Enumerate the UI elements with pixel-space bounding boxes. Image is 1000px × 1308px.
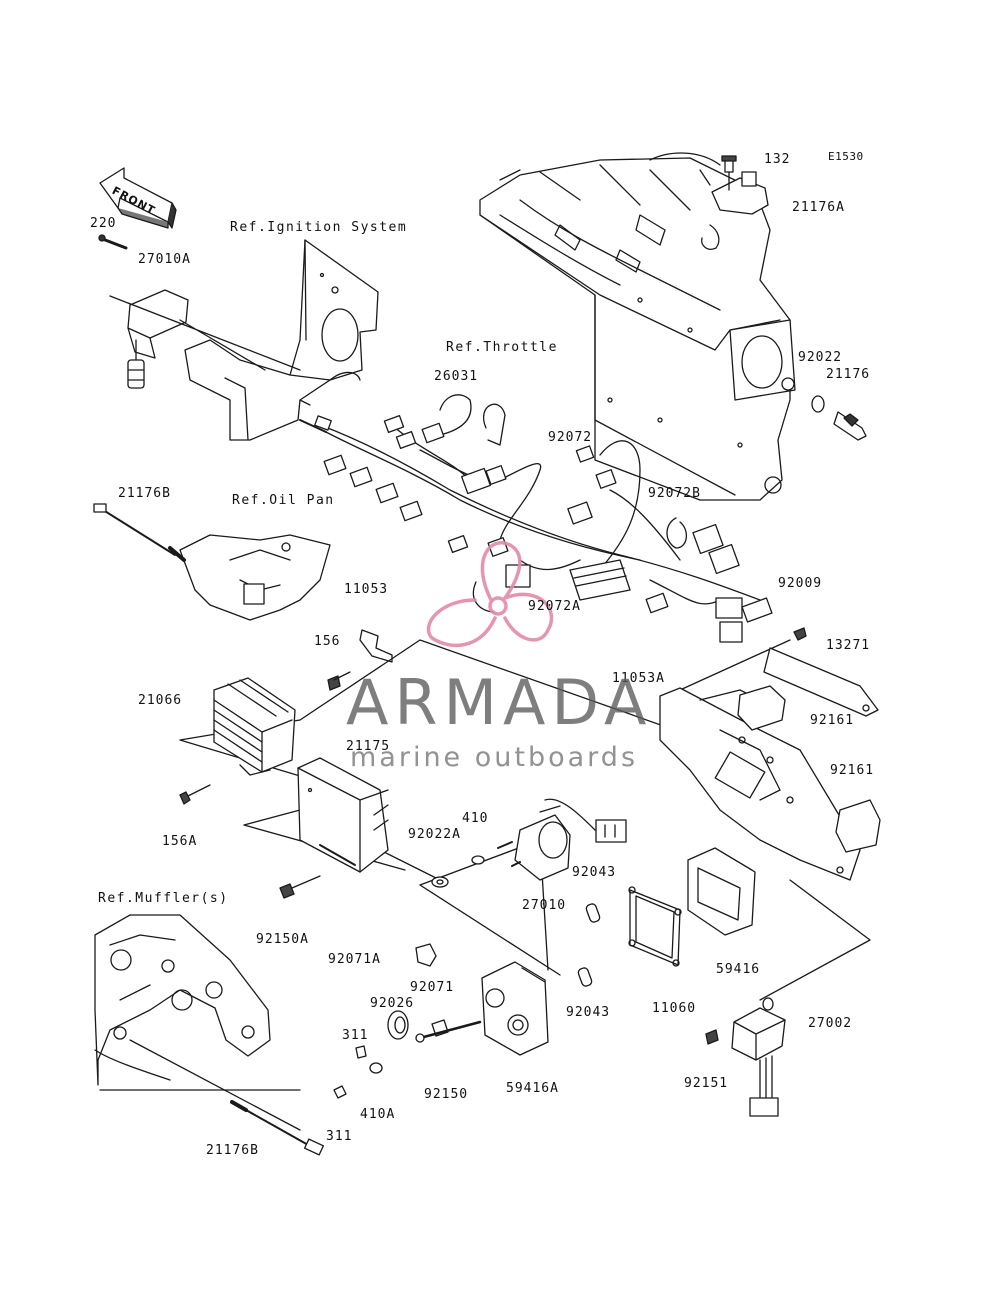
watermark-tagline: marine outboards [350, 742, 639, 773]
part-label-92151: 92151 [684, 1076, 729, 1091]
starter-relay-27010 [431, 798, 627, 888]
part-label-311-a: 311 [342, 1028, 369, 1043]
throttle-body-drawing [479, 152, 796, 501]
part-label-11053: 11053 [344, 582, 389, 597]
part-label-59416A: 59416A [506, 1081, 559, 1096]
diagram-code: E1530 [828, 150, 864, 163]
armada-logo-icon [426, 541, 554, 648]
part-label-92072B: 92072B [648, 486, 701, 501]
part-label-92022: 92022 [798, 350, 843, 365]
part-label-156: 156 [314, 634, 341, 649]
part-label-11053A: 11053A [612, 671, 665, 686]
regulator-rectifier-21066 [179, 677, 296, 805]
watermark-brand: ARMADA [346, 666, 653, 739]
part-label-92150: 92150 [424, 1087, 469, 1102]
part-label-220: 220 [90, 216, 117, 231]
mounting-plate-11053A [659, 627, 879, 881]
part-label-92161-a: 92161 [810, 713, 855, 728]
part-label-92072: 92072 [548, 430, 593, 445]
front-arrow-icon [99, 167, 177, 229]
part-label-92022A: 92022A [408, 827, 461, 842]
part-label-410A: 410A [360, 1107, 396, 1122]
part-label-156A: 156A [162, 834, 198, 849]
part-label-92043-a: 92043 [572, 865, 617, 880]
part-label-21176B-bottom: 21176B [206, 1143, 259, 1158]
part-label-92043-b: 92043 [566, 1005, 611, 1020]
relay-27002 [705, 997, 786, 1117]
ref-mufflers: Ref.Muffler(s) [98, 891, 229, 906]
wiring-harness-26031 [299, 394, 773, 643]
part-label-92150A: 92150A [256, 932, 309, 947]
part-label-21175: 21175 [346, 739, 391, 754]
part-label-26031: 26031 [434, 369, 479, 384]
ref-throttle: Ref.Throttle [446, 340, 558, 355]
ref-ignition-system: Ref.Ignition System [230, 220, 408, 235]
map-sensor-21176A [711, 155, 769, 215]
part-label-21066: 21066 [138, 693, 183, 708]
ref-oil-pan: Ref.Oil Pan [232, 493, 335, 508]
part-label-92072A: 92072A [528, 599, 581, 614]
part-label-21176: 21176 [826, 367, 871, 382]
small-parts [333, 943, 482, 1099]
muffler-drawing [94, 914, 325, 1156]
gasket-11060 [628, 886, 682, 967]
part-label-13271: 13271 [826, 638, 871, 653]
temp-sensor-21176 [811, 395, 867, 441]
part-label-11060: 11060 [652, 1001, 697, 1016]
part-label-92161-b: 92161 [830, 763, 875, 778]
part-label-27010A: 27010A [138, 252, 191, 267]
cover-59416 [687, 847, 756, 936]
part-label-92026: 92026 [370, 996, 415, 1011]
relay-27010A [98, 234, 301, 389]
housing-59416A [481, 903, 601, 1056]
part-label-27010: 27010 [522, 898, 567, 913]
part-label-27002: 27002 [808, 1016, 853, 1031]
oil-pan-drawing [93, 503, 331, 621]
part-label-92009: 92009 [778, 576, 823, 591]
part-label-410: 410 [462, 811, 489, 826]
part-label-92071: 92071 [410, 980, 455, 995]
part-label-21176B-top: 21176B [118, 486, 171, 501]
part-label-92071A: 92071A [328, 952, 381, 967]
rubber-mount-92161 [737, 685, 881, 853]
ecu-21175 [279, 757, 389, 899]
part-label-311-b: 311 [326, 1129, 353, 1144]
part-label-132: 132 [764, 152, 791, 167]
part-label-21176A: 21176A [792, 200, 845, 215]
ignition-bracket-drawing [184, 239, 379, 441]
part-label-59416: 59416 [716, 962, 761, 977]
